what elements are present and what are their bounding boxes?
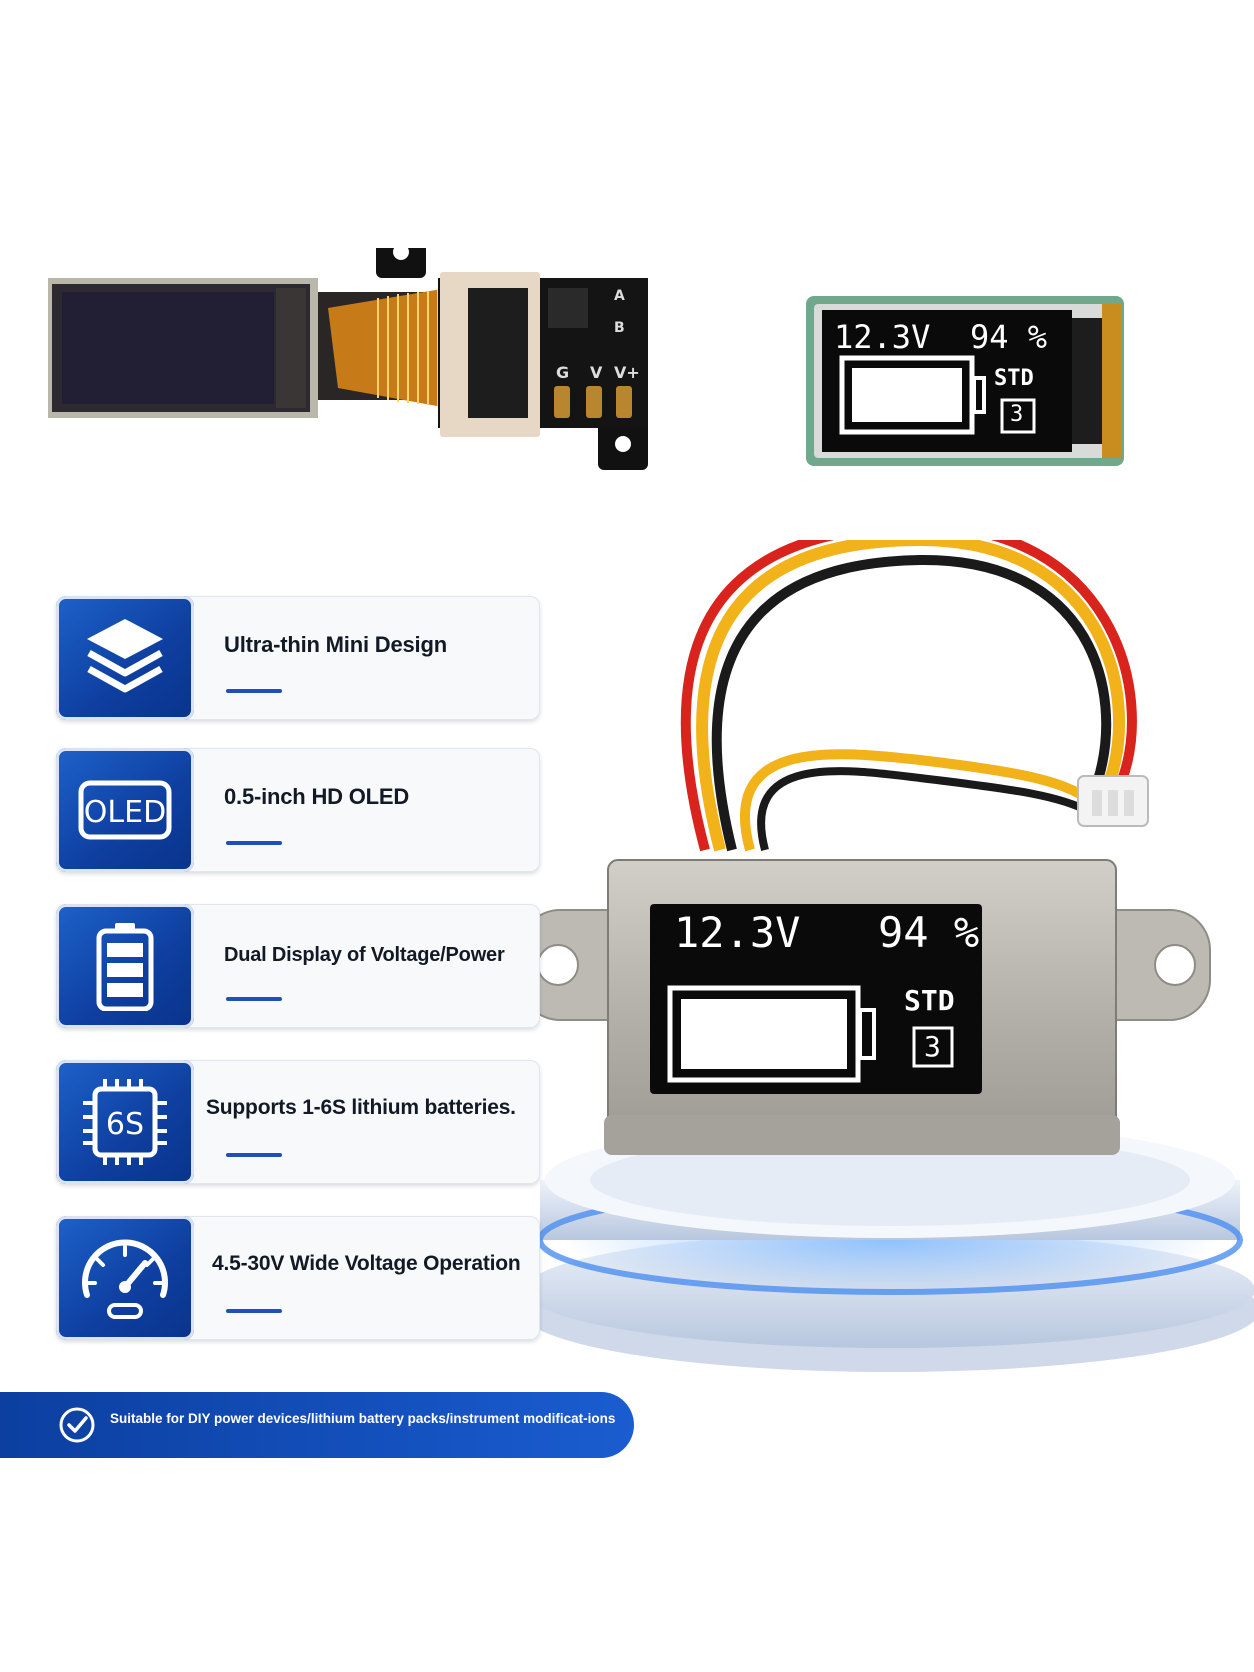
oled-percent: 94 % (878, 908, 980, 957)
feature-underline (226, 689, 282, 693)
layers-icon (56, 596, 194, 720)
feature-card-cells: 6S Supports 1-6S lithium batteries. (56, 1060, 540, 1184)
banner-text: Suitable for DIY power devices/lithium b… (110, 1411, 616, 1426)
oled-voltage: 12.3V (674, 908, 801, 957)
small-oled-percent: 94 % (970, 318, 1048, 356)
feature-underline (226, 1153, 282, 1157)
feature-card-thin: Ultra-thin Mini Design (56, 596, 540, 720)
feature-card-display: Dual Display of Voltage/Power (56, 904, 540, 1028)
svg-text:V+: V+ (614, 363, 640, 382)
feature-card-voltage: 4.5-30V Wide Voltage Operation (56, 1216, 540, 1340)
small-oled-cells: 3 (1010, 402, 1024, 427)
feature-underline (226, 1309, 282, 1313)
feature-card-oled: OLED 0.5-inch HD OLED (56, 748, 540, 872)
svg-text:B: B (614, 320, 625, 336)
oled-badge-text: OLED (84, 795, 166, 830)
battery-icon (56, 904, 194, 1028)
device-illustration (519, 540, 1254, 1372)
feature-label: Dual Display of Voltage/Power (224, 944, 505, 966)
feature-underline (226, 841, 282, 845)
feature-label: 4.5-30V Wide Voltage Operation (212, 1252, 521, 1275)
oled-mode: STD (904, 984, 955, 1017)
main-device-photo: 12.3V 94 % STD 3 (500, 540, 1254, 1400)
oled-board-photo: 12.3V 94 % STD 3 (806, 296, 1131, 468)
feature-label: 0.5-inch HD OLED (224, 784, 410, 809)
svg-text:A: A (614, 288, 625, 304)
oled-module-photo: A B G V V+ (48, 248, 648, 470)
svg-text:G: G (556, 363, 569, 382)
feature-label: Ultra-thin Mini Design (224, 632, 447, 657)
chip-icon: 6S (56, 1060, 194, 1184)
oled-badge-icon: OLED (56, 748, 194, 872)
svg-text:V: V (590, 363, 603, 382)
feature-underline (226, 997, 282, 1001)
oled-cell-count: 3 (924, 1030, 941, 1063)
oled-board-frame (806, 296, 1124, 466)
small-oled-mode: STD (994, 366, 1034, 391)
check-circle-icon (59, 1407, 95, 1443)
chip-icon-text: 6S (106, 1107, 144, 1142)
feature-label: Supports 1-6S lithium batteries. (206, 1096, 516, 1119)
speedometer-icon (56, 1216, 194, 1340)
usage-banner: Suitable for DIY power devices/lithium b… (0, 1392, 634, 1458)
small-oled-voltage: 12.3V (834, 318, 931, 356)
